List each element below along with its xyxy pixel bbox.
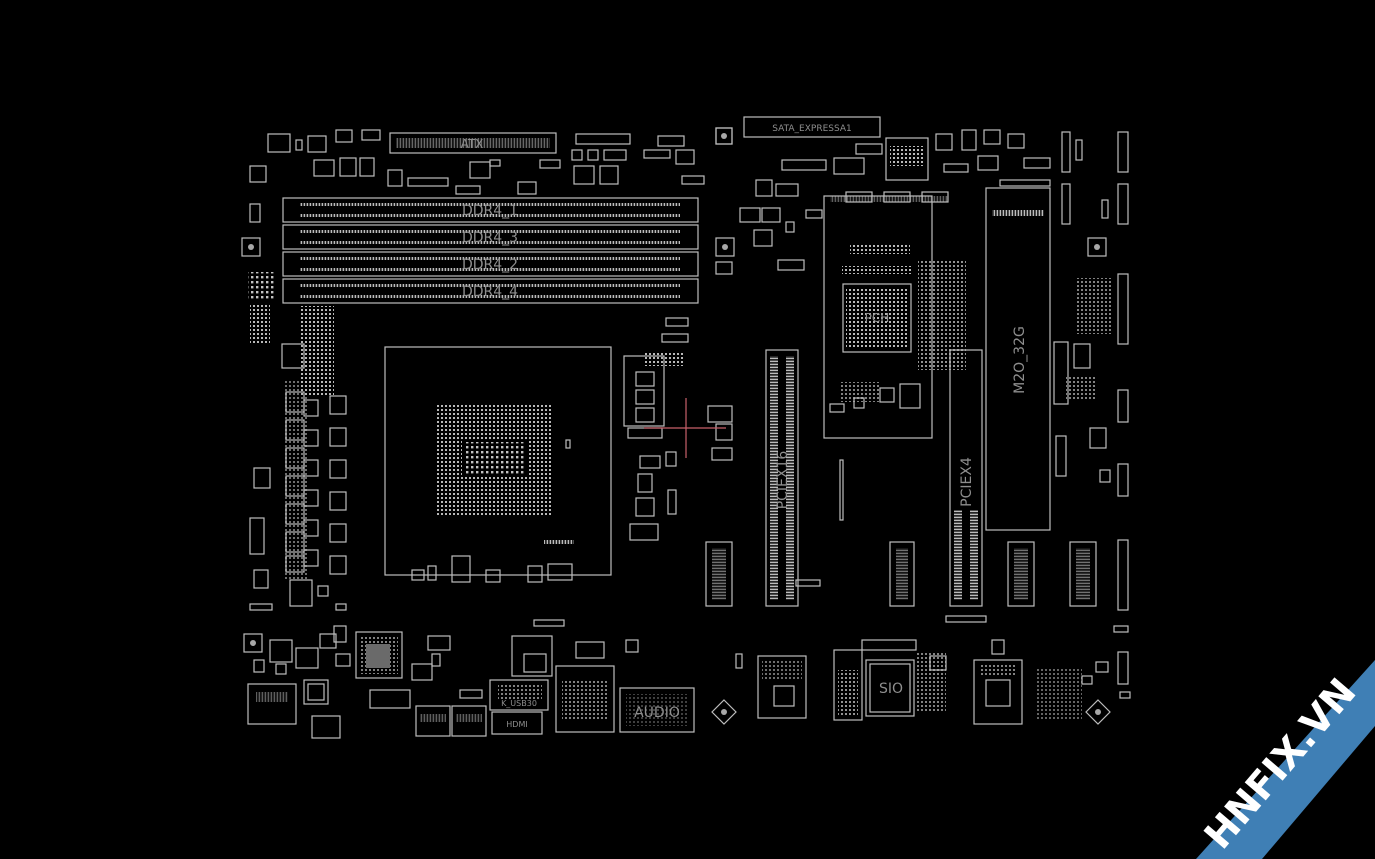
atx-label: ATX xyxy=(461,137,484,151)
mounting-holes xyxy=(241,127,1107,653)
ddr4-3-label: DDR4_3 xyxy=(462,230,518,246)
cpu-socket xyxy=(384,346,612,583)
switch-chips xyxy=(705,459,1097,607)
crosshair-cursor xyxy=(644,398,726,458)
bottom-center-components: SIO xyxy=(711,639,947,725)
left-vrm-area xyxy=(248,272,347,611)
sata-express-label: SATA_EXPRESSA1 xyxy=(772,124,852,134)
pciex16-label: PCIEX16 xyxy=(775,451,791,510)
ddr4-slot-4: DDR4_4 xyxy=(282,278,699,304)
bottom-left-io xyxy=(247,625,483,739)
pciex16-slot: PCIEX16 xyxy=(765,349,799,607)
ddr4-1-label: DDR4_1 xyxy=(462,203,518,219)
pch-label: PCH xyxy=(865,311,890,325)
audio-label: AUDIO xyxy=(634,705,680,721)
m2-slot: M2O_32G xyxy=(985,187,1051,531)
audio-jack: AUDIO xyxy=(619,687,695,733)
bottom-right-components xyxy=(973,639,1111,725)
cpu-right-components xyxy=(623,261,733,541)
pciex4-label: PCIEX4 xyxy=(959,457,975,507)
ddr4-2-label: DDR4_2 xyxy=(462,257,518,273)
ddr4-4-label: DDR4_4 xyxy=(462,284,518,300)
hnfix-watermark: HNFIX.VN xyxy=(1196,660,1375,859)
pch-chip-area: PCH xyxy=(823,191,966,439)
atx-connector: ATX xyxy=(389,132,557,154)
sio-label: SIO xyxy=(879,681,903,697)
m2-label: M2O_32G xyxy=(1012,326,1028,394)
ddr4-slot-2: DDR4_2 xyxy=(282,251,699,277)
pciex4-slot: PCIEX4 xyxy=(945,349,987,623)
sata-express-connector: SATA_EXPRESSA1 xyxy=(743,116,881,138)
ddr4-slot-3: DDR4_3 xyxy=(282,224,699,250)
ddr4-slot-1: DDR4_1 xyxy=(282,197,699,223)
upper-middle-components xyxy=(739,129,1051,271)
usb-hdmi-ports: K_USB30 HDMI xyxy=(415,619,639,737)
right-edge-connectors xyxy=(1053,131,1131,699)
usb30-label: K_USB30 xyxy=(501,699,537,708)
watermark-band xyxy=(1196,660,1375,859)
hdmi-label: HDMI xyxy=(506,720,527,729)
